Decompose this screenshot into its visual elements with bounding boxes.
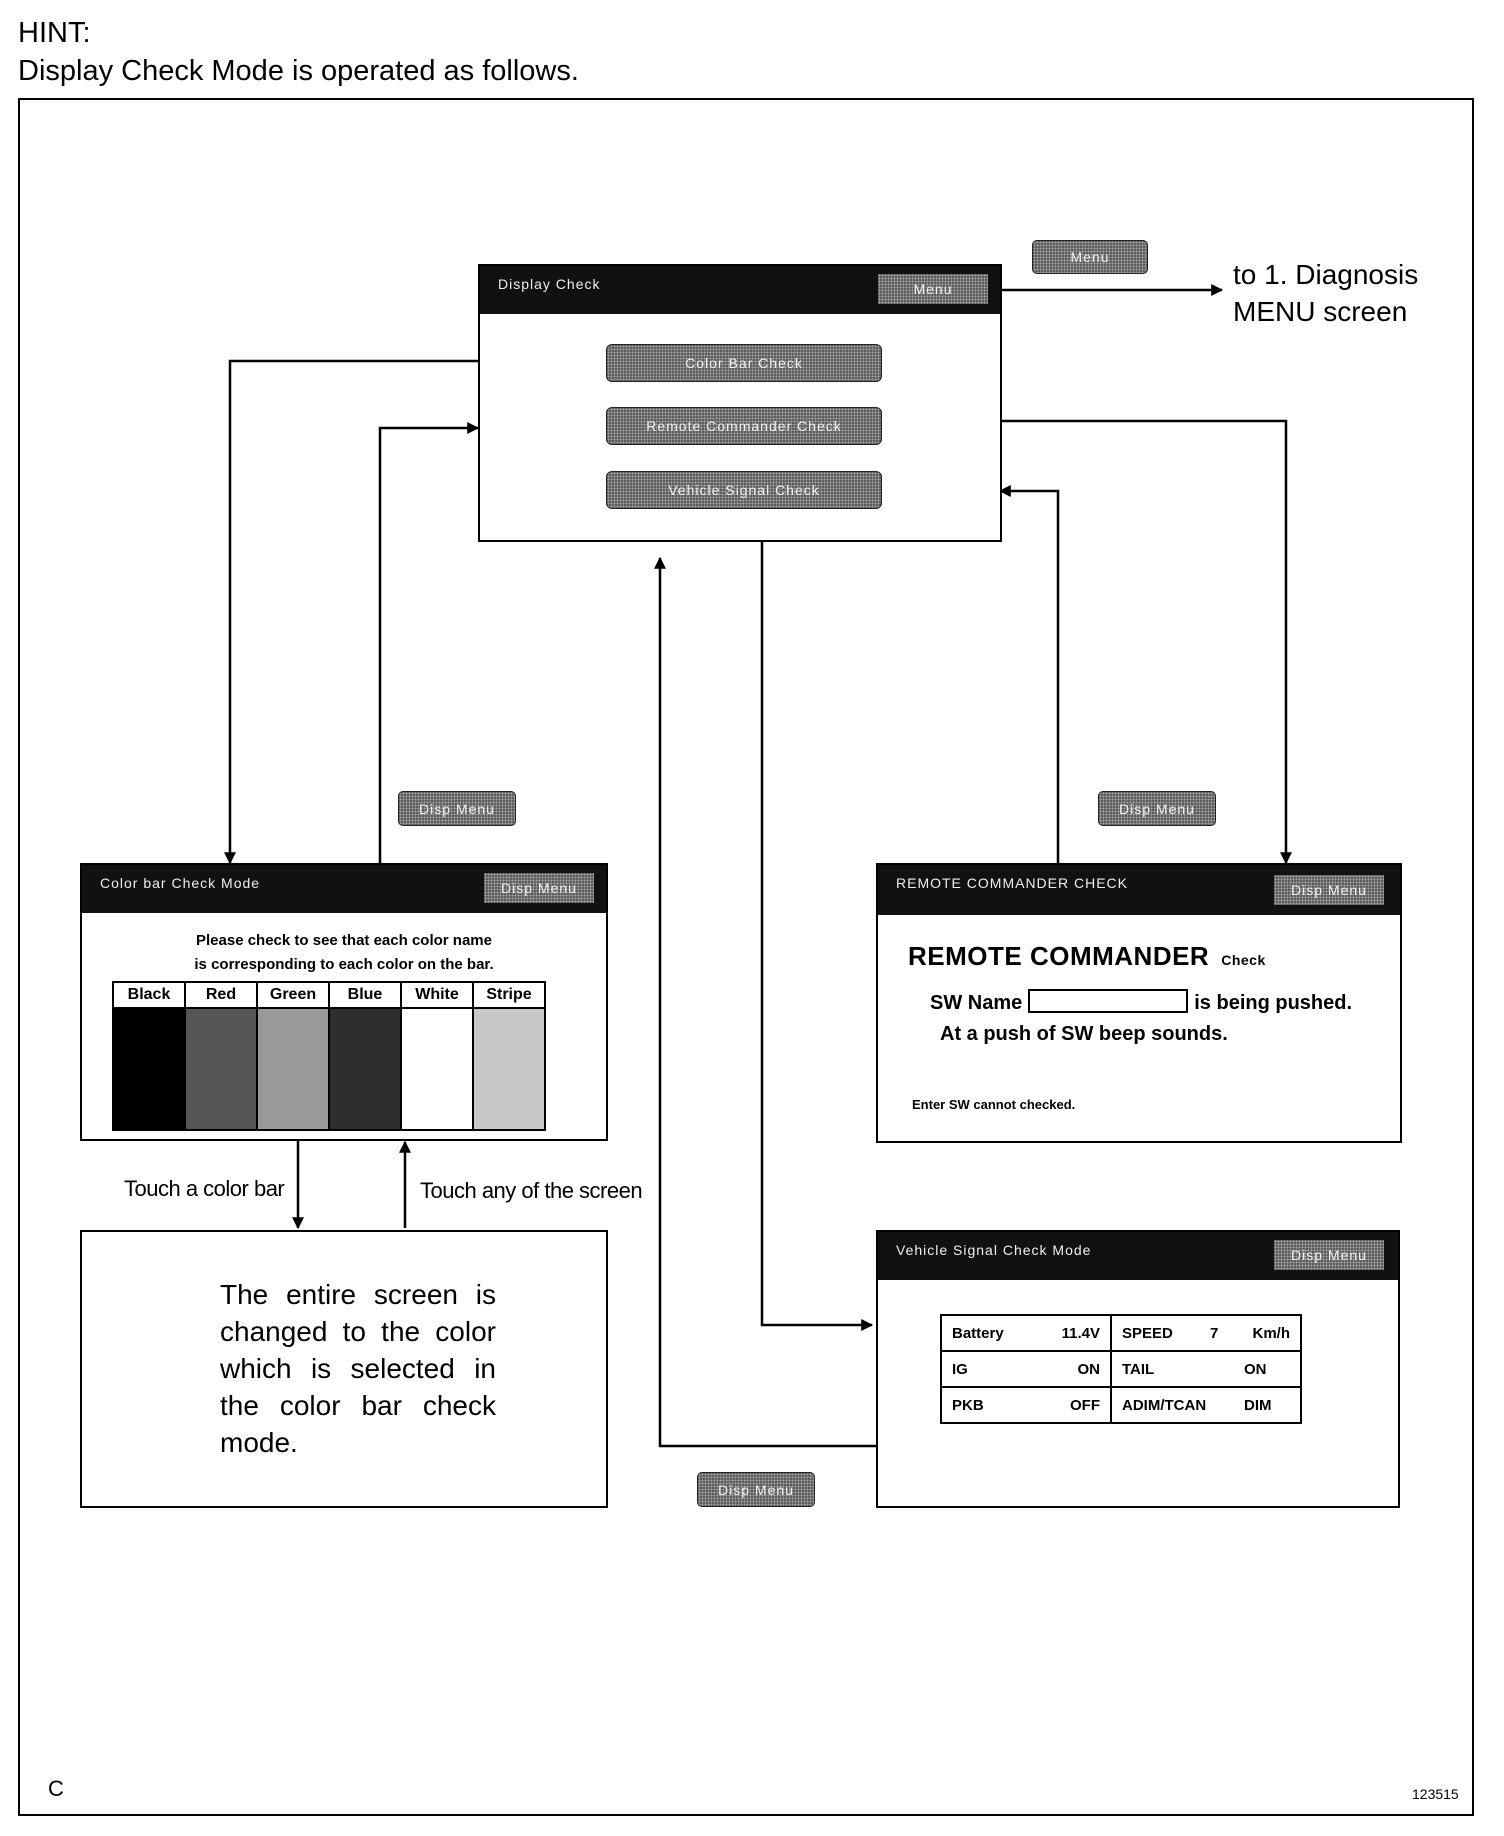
color-name-stripe: Stripe xyxy=(472,981,546,1009)
signal-value: DIM xyxy=(1244,1396,1272,1414)
signal-cell: TAIL ON xyxy=(1110,1350,1302,1388)
arrow-color-bar-back xyxy=(378,422,480,863)
vehicle-titlebar: Vehicle Signal Check Mode Disp Menu xyxy=(878,1232,1398,1280)
color-swatch-black[interactable] xyxy=(112,1007,186,1131)
color-bar-check-button[interactable]: Color Bar Check xyxy=(606,344,882,382)
signal-cell: IG ON xyxy=(940,1350,1112,1388)
menu-tag: Menu xyxy=(1032,240,1148,274)
remote-heading-small: Check xyxy=(1221,952,1266,968)
remote-sw-name-label: SW Name xyxy=(930,992,1023,1014)
signal-name: PKB xyxy=(952,1396,984,1414)
disp-menu-tag-remote: Disp Menu xyxy=(1098,791,1216,826)
color-name-black: Black xyxy=(112,981,186,1009)
color-swatch-blue[interactable] xyxy=(328,1007,402,1131)
arrow-vehicle-back xyxy=(654,556,876,1448)
signal-unit: Km/h xyxy=(1252,1324,1291,1342)
signal-cell: SPEED 7 Km/h xyxy=(1110,1314,1302,1352)
remote-sw-name-field xyxy=(1028,989,1189,1013)
hint-subtitle: Display Check Mode is operated as follow… xyxy=(18,55,579,87)
touch-any-label: Touch any of the screen xyxy=(420,1178,643,1203)
hint-block: HINT: Display Check Mode is operated as … xyxy=(18,14,579,90)
color-swatch-red[interactable] xyxy=(184,1007,258,1131)
corner-letter: C xyxy=(48,1776,64,1801)
remote-being-pushed: is being pushed. xyxy=(1194,992,1353,1014)
vehicle-signal-check-button[interactable]: Vehicle Signal Check xyxy=(606,471,882,509)
remote-title: REMOTE COMMANDER CHECK xyxy=(896,875,1129,891)
signal-name: ADIM/TCAN xyxy=(1122,1396,1207,1414)
color-name-blue: Blue xyxy=(328,981,402,1009)
to-diagnosis-line2: MENU screen xyxy=(1233,296,1408,327)
disp-menu-tag-vehicle: Disp Menu xyxy=(697,1472,815,1507)
color-bar-screen: Color bar Check Mode Disp Menu Please ch… xyxy=(80,863,608,1141)
signal-cell: Battery 11.4V xyxy=(940,1314,1112,1352)
remote-heading-main: REMOTE COMMANDER xyxy=(908,941,1210,971)
color-bar-instruction-1: Please check to see that each color name xyxy=(196,932,492,949)
signal-cell: PKB OFF xyxy=(940,1386,1112,1424)
figure-code: 123515 xyxy=(1412,1786,1459,1802)
hint-title: HINT: xyxy=(18,17,91,49)
color-swatch-stripe[interactable] xyxy=(472,1007,546,1131)
color-name-red: Red xyxy=(184,981,258,1009)
color-bar-instruction-2: is corresponding to each color on the ba… xyxy=(194,956,494,973)
table-row: PKB OFF ADIM/TCAN DIM xyxy=(940,1386,1302,1424)
color-name-white: White xyxy=(400,981,474,1009)
signal-value: 11.4V xyxy=(1061,1324,1100,1342)
vehicle-disp-menu-button[interactable]: Disp Menu xyxy=(1274,1240,1384,1270)
to-diagnosis-line1: to 1. Diagnosis xyxy=(1233,259,1419,290)
arrow-remote-back xyxy=(998,485,1060,863)
signal-value: 7 xyxy=(1210,1324,1219,1342)
signal-name: Battery xyxy=(952,1324,1004,1342)
disp-menu-tag-color-bar: Disp Menu xyxy=(398,791,516,826)
signal-value: OFF xyxy=(1070,1396,1100,1414)
signal-value: ON xyxy=(1077,1360,1101,1378)
remote-note: Enter SW cannot checked. xyxy=(912,1097,1076,1112)
touch-color-bar-label: Touch a color bar xyxy=(124,1176,285,1201)
signal-name: IG xyxy=(952,1360,968,1378)
color-swatch-green[interactable] xyxy=(256,1007,330,1131)
vehicle-title: Vehicle Signal Check Mode xyxy=(896,1242,1092,1258)
remote-commander-check-button[interactable]: Remote Commander Check xyxy=(606,407,882,445)
remote-titlebar: REMOTE COMMANDER CHECK Disp Menu xyxy=(878,865,1400,915)
color-swatch-white[interactable] xyxy=(400,1007,474,1131)
entire-screen-box: The entire screen is changed to the colo… xyxy=(80,1230,608,1508)
signal-value: ON xyxy=(1244,1360,1267,1378)
table-row: Battery 11.4V SPEED 7 Km/h xyxy=(940,1314,1302,1352)
entire-screen-text: The entire screen is changed to the colo… xyxy=(220,1279,496,1458)
signal-cell: ADIM/TCAN DIM xyxy=(1110,1386,1302,1424)
color-name-green: Green xyxy=(256,981,330,1009)
display-check-titlebar: Display Check Menu xyxy=(480,266,1000,314)
color-bar-titlebar: Color bar Check Mode Disp Menu xyxy=(82,865,606,913)
display-check-title: Display Check xyxy=(498,276,601,292)
remote-commander-screen: REMOTE COMMANDER CHECK Disp Menu REMOTE … xyxy=(876,863,1402,1143)
arrow-to-vehicle-screen xyxy=(760,505,874,1331)
remote-beep-line: At a push of SW beep sounds. xyxy=(940,1023,1228,1045)
display-check-screen: Display Check Menu Color Bar Check Remot… xyxy=(478,264,1002,542)
table-row: IG ON TAIL ON xyxy=(940,1350,1302,1388)
to-diagnosis-label: to 1. Diagnosis MENU screen xyxy=(1233,256,1418,330)
remote-sw-line: SW Name is being pushed. xyxy=(930,989,1352,1015)
color-bar-table: Black Red Green Blue White Stripe xyxy=(112,981,546,1131)
remote-disp-menu-button[interactable]: Disp Menu xyxy=(1274,875,1384,905)
signal-name: SPEED xyxy=(1122,1324,1173,1342)
color-bar-title: Color bar Check Mode xyxy=(100,875,261,891)
signal-name: TAIL xyxy=(1122,1360,1155,1378)
vehicle-signal-screen: Vehicle Signal Check Mode Disp Menu Batt… xyxy=(876,1230,1400,1508)
color-bar-disp-menu-button[interactable]: Disp Menu xyxy=(484,873,594,903)
diagram-frame xyxy=(18,98,1474,1816)
display-check-menu-button[interactable]: Menu xyxy=(878,274,988,304)
arrow-to-remote-screen xyxy=(878,419,1292,865)
remote-heading: REMOTE COMMANDER Check xyxy=(908,941,1266,972)
vehicle-signal-table: Battery 11.4V SPEED 7 Km/h IG ON TAIL ON PKB O… xyxy=(940,1314,1302,1424)
